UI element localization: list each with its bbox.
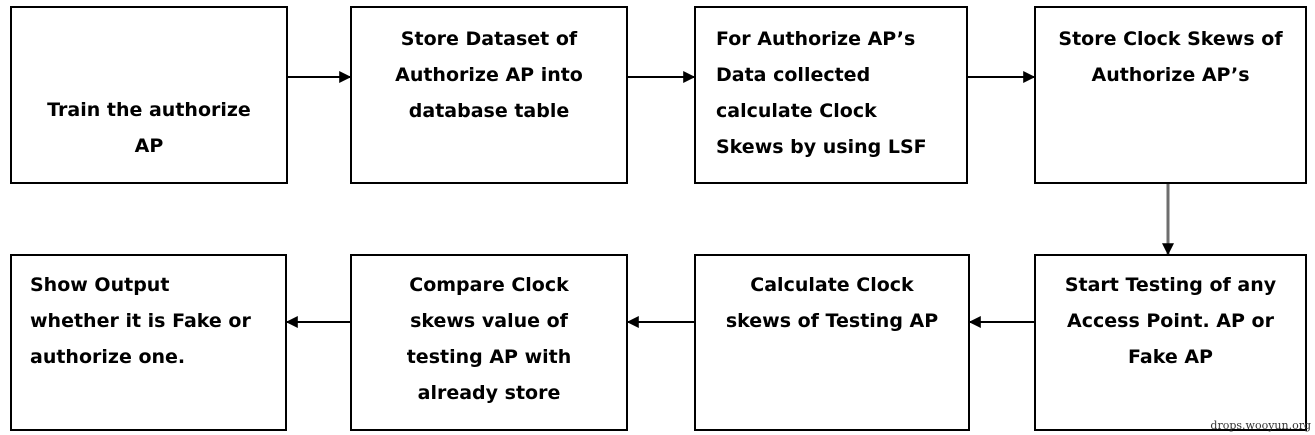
node-show-output-line-1: Show Output: [30, 274, 170, 296]
node-compare-line-3: testing AP with: [406, 346, 572, 368]
node-store-skews: Store Clock Skews of Authorize AP’s: [1034, 6, 1307, 184]
node-store-dataset: Store Dataset of Authorize AP into datab…: [350, 6, 628, 184]
node-calc-testing: Calculate Clock skews of Testing AP: [694, 254, 970, 431]
node-calc-authorized-line-2: Data collected: [716, 64, 871, 86]
node-store-dataset-line-2: Authorize AP into: [395, 64, 583, 86]
watermark: drops.wooyun.org: [1210, 419, 1311, 432]
node-store-dataset-line-3: database table: [408, 100, 570, 122]
node-start-testing: Start Testing of any Access Point. AP or…: [1034, 254, 1307, 431]
node-show-output: Show Output whether it is Fake or author…: [10, 254, 287, 431]
node-store-dataset-line-1: Store Dataset of: [400, 28, 578, 50]
node-store-skews-line-2: Authorize AP’s: [1091, 64, 1250, 86]
node-calc-testing-line-1: Calculate Clock: [750, 274, 914, 296]
node-start-testing-line-2: Access Point. AP or: [1067, 310, 1274, 332]
node-train-line-1: Train the authorize: [47, 99, 251, 121]
node-train: Train the authorize AP: [10, 6, 288, 184]
node-show-output-line-3: authorize one.: [30, 346, 186, 368]
node-calc-authorized-line-4: Skews by using LSF: [716, 136, 927, 158]
node-calc-testing-line-2: skews of Testing AP: [725, 310, 939, 332]
node-compare-line-4: already store: [417, 382, 561, 404]
node-show-output-line-2: whether it is Fake or: [30, 310, 251, 332]
node-start-testing-line-1: Start Testing of any: [1064, 274, 1277, 296]
node-store-skews-line-1: Store Clock Skews of: [1058, 28, 1283, 50]
node-compare-line-2: skews value of: [410, 310, 568, 332]
node-compare-line-1: Compare Clock: [409, 274, 569, 296]
node-calc-authorized-line-3: calculate Clock: [716, 100, 877, 122]
node-calc-authorized: For Authorize AP’s Data collected calcul…: [694, 6, 968, 184]
node-calc-authorized-line-1: For Authorize AP’s: [716, 28, 916, 50]
node-start-testing-line-3: Fake AP: [1128, 346, 1213, 368]
node-train-line-2: AP: [134, 135, 164, 157]
node-compare: Compare Clock skews value of testing AP …: [350, 254, 628, 431]
